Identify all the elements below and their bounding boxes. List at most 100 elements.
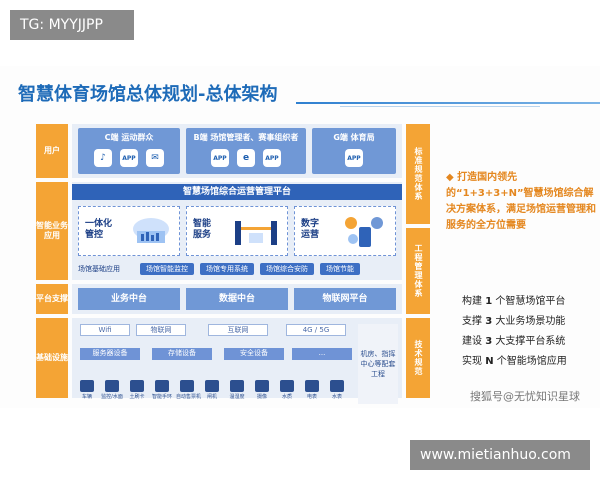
water-meter-icon [330,380,344,392]
device-item: 自动售票机 [176,380,202,400]
device-label: 电表 [306,394,317,400]
users-area: C端 运动群众 ♪ APP ✉ B端 场馆管理者、赛事组织者 APP e APP… [72,124,402,178]
infra-chip: Wifi [80,324,130,336]
app-icon: APP [345,149,363,167]
gate-illustration [235,221,277,245]
summary-number: 3 [485,336,493,347]
smart-label: 服务 [193,230,212,240]
card-icon [130,380,144,392]
summary-line: 支撑 3 大业务场景功能 [462,316,566,327]
wechat-icon: ✉ [146,149,164,167]
user-box-title: G端 体育局 [333,133,375,142]
infra-chip: 存储设备 [152,348,212,360]
summary-number: 1 [485,296,493,307]
user-box-b: B端 场馆管理者、赛事组织者 APP e APP [186,128,306,174]
left-label-infra: 基础设施 [36,318,68,398]
device-item: 闸机 [201,380,223,400]
device-label: 摄像 [256,394,267,400]
machine-room-box: 机房、指挥中心等配套工程 [358,324,398,404]
electric-meter-icon [305,380,319,392]
right-label-tech: 技术规范 [406,318,430,398]
camera-icon [105,380,119,392]
smart-label: 一体化 [85,219,113,229]
device-label: 温湿度 [229,394,245,400]
infra-chip: 服务器设备 [80,348,140,360]
device-label: 水质 [281,394,292,400]
edge-icon: e [237,149,255,167]
title-underline-secondary [340,106,540,107]
device-item: 摄像 [251,380,273,400]
platform-bar: 智慧场馆综合运营管理平台 [72,184,402,200]
data-middle: 数据中台 [186,288,288,310]
car-icon [80,380,94,392]
infra-chip: 互联网 [208,324,268,336]
cloud-illustration [133,218,169,243]
slide: 智慧体育场馆总体规划-总体架构 用户 智能业务应用 平台支撑 基础设施 标准规范… [0,66,600,408]
left-label-users: 用户 [36,124,68,178]
app-icon: APP [263,149,281,167]
wristband-icon [155,380,169,392]
app-chip: 场馆综合安防 [260,263,314,275]
infra-chip: 物联网 [136,324,186,336]
device-item: 监控/水面 [101,380,123,400]
left-label-apps: 智能业务应用 [36,182,68,280]
device-item: 水表 [326,380,348,400]
smart-label: 智能 [193,219,212,229]
summary-line: 实现 N 个智能场馆应用 [462,356,567,367]
tiktok-icon: ♪ [94,149,112,167]
user-box-g: G端 体育局 APP [312,128,396,174]
device-icons: 车辆 监控/水面 土刷卡 智能手环 自动售票机 闸机 温湿度 摄像 水质 电表 … [76,380,348,400]
business-middle: 业务中台 [78,288,180,310]
ticket-machine-icon [180,380,194,392]
device-label: 车辆 [81,394,92,400]
device-label: 智能手环 [151,394,172,400]
summary-line: 构建 1 个智慧场馆平台 [462,296,566,307]
site-tag: www.mietianhuo.com [410,440,590,470]
infra-chip: 4G / 5G [286,324,346,336]
right-label-engineering: 工程管理体系 [406,228,430,314]
iot-platform: 物联网平台 [294,288,396,310]
smart-box-control: 一体化管控 [78,206,180,256]
operation-illustration [345,217,383,247]
device-item: 智能手环 [151,380,173,400]
apps-area: 智慧场馆综合运营管理平台 一体化管控 智能服务 [72,182,402,280]
app-chip: 场馆专用系统 [200,263,254,275]
summary-number: 3 [485,316,493,327]
slide-title: 智慧体育场馆总体规划-总体架构 [18,84,278,105]
basic-apps-label: 场馆基础应用 [78,265,120,273]
smart-label: 运营 [301,230,320,240]
corner-tag: TG: MYYJJPP [10,10,134,40]
left-label-platform: 平台支撑 [36,284,68,314]
gate-icon [205,380,219,392]
device-label: 水表 [331,394,342,400]
basic-apps-row: 场馆基础应用 场馆智能监控 场馆专用系统 场馆综合安防 场馆节能 [78,262,396,276]
device-item: 土刷卡 [126,380,148,400]
device-label: 土刷卡 [129,394,145,400]
user-box-title: C端 运动群众 [104,133,154,142]
device-item: 水质 [276,380,298,400]
summary-line: 建设 3 大支撑平台系统 [462,336,566,347]
device-item: 温湿度 [226,380,248,400]
smart-label: 数字 [301,219,320,229]
device-item: 电表 [301,380,323,400]
smart-label: 管控 [85,230,104,240]
middle-platform-area: 业务中台 数据中台 物联网平台 [72,284,402,314]
app-chip: 场馆智能监控 [140,263,194,275]
app-chip: 场馆节能 [320,263,360,275]
device-label: 自动售票机 [176,394,202,400]
user-box-title: B端 场馆管理者、赛事组织者 [193,133,299,142]
camera-icon [255,380,269,392]
smart-box-operation: 数字运营 [294,206,396,256]
summary-number: N [485,356,494,367]
infra-chip: 安全设备 [224,348,284,360]
thermometer-icon [230,380,244,392]
device-item: 车辆 [76,380,98,400]
highlight-text: ◆ 打造国内领先的“1+3+3+N”智慧场馆综合解决方案体系，满足场馆运营管理和… [446,172,596,231]
smart-box-service: 智能服务 [186,206,288,256]
device-label: 监控/水面 [101,394,123,400]
architecture-diagram: 用户 智能业务应用 平台支撑 基础设施 标准规范体系 工程管理体系 技术规范 C… [36,124,430,404]
infra-area: Wifi 物联网 互联网 4G / 5G 服务器设备 存储设备 安全设备 ...… [72,318,402,404]
infra-chip: ... [292,348,352,360]
app-icon: APP [120,149,138,167]
title-underline [296,102,600,104]
